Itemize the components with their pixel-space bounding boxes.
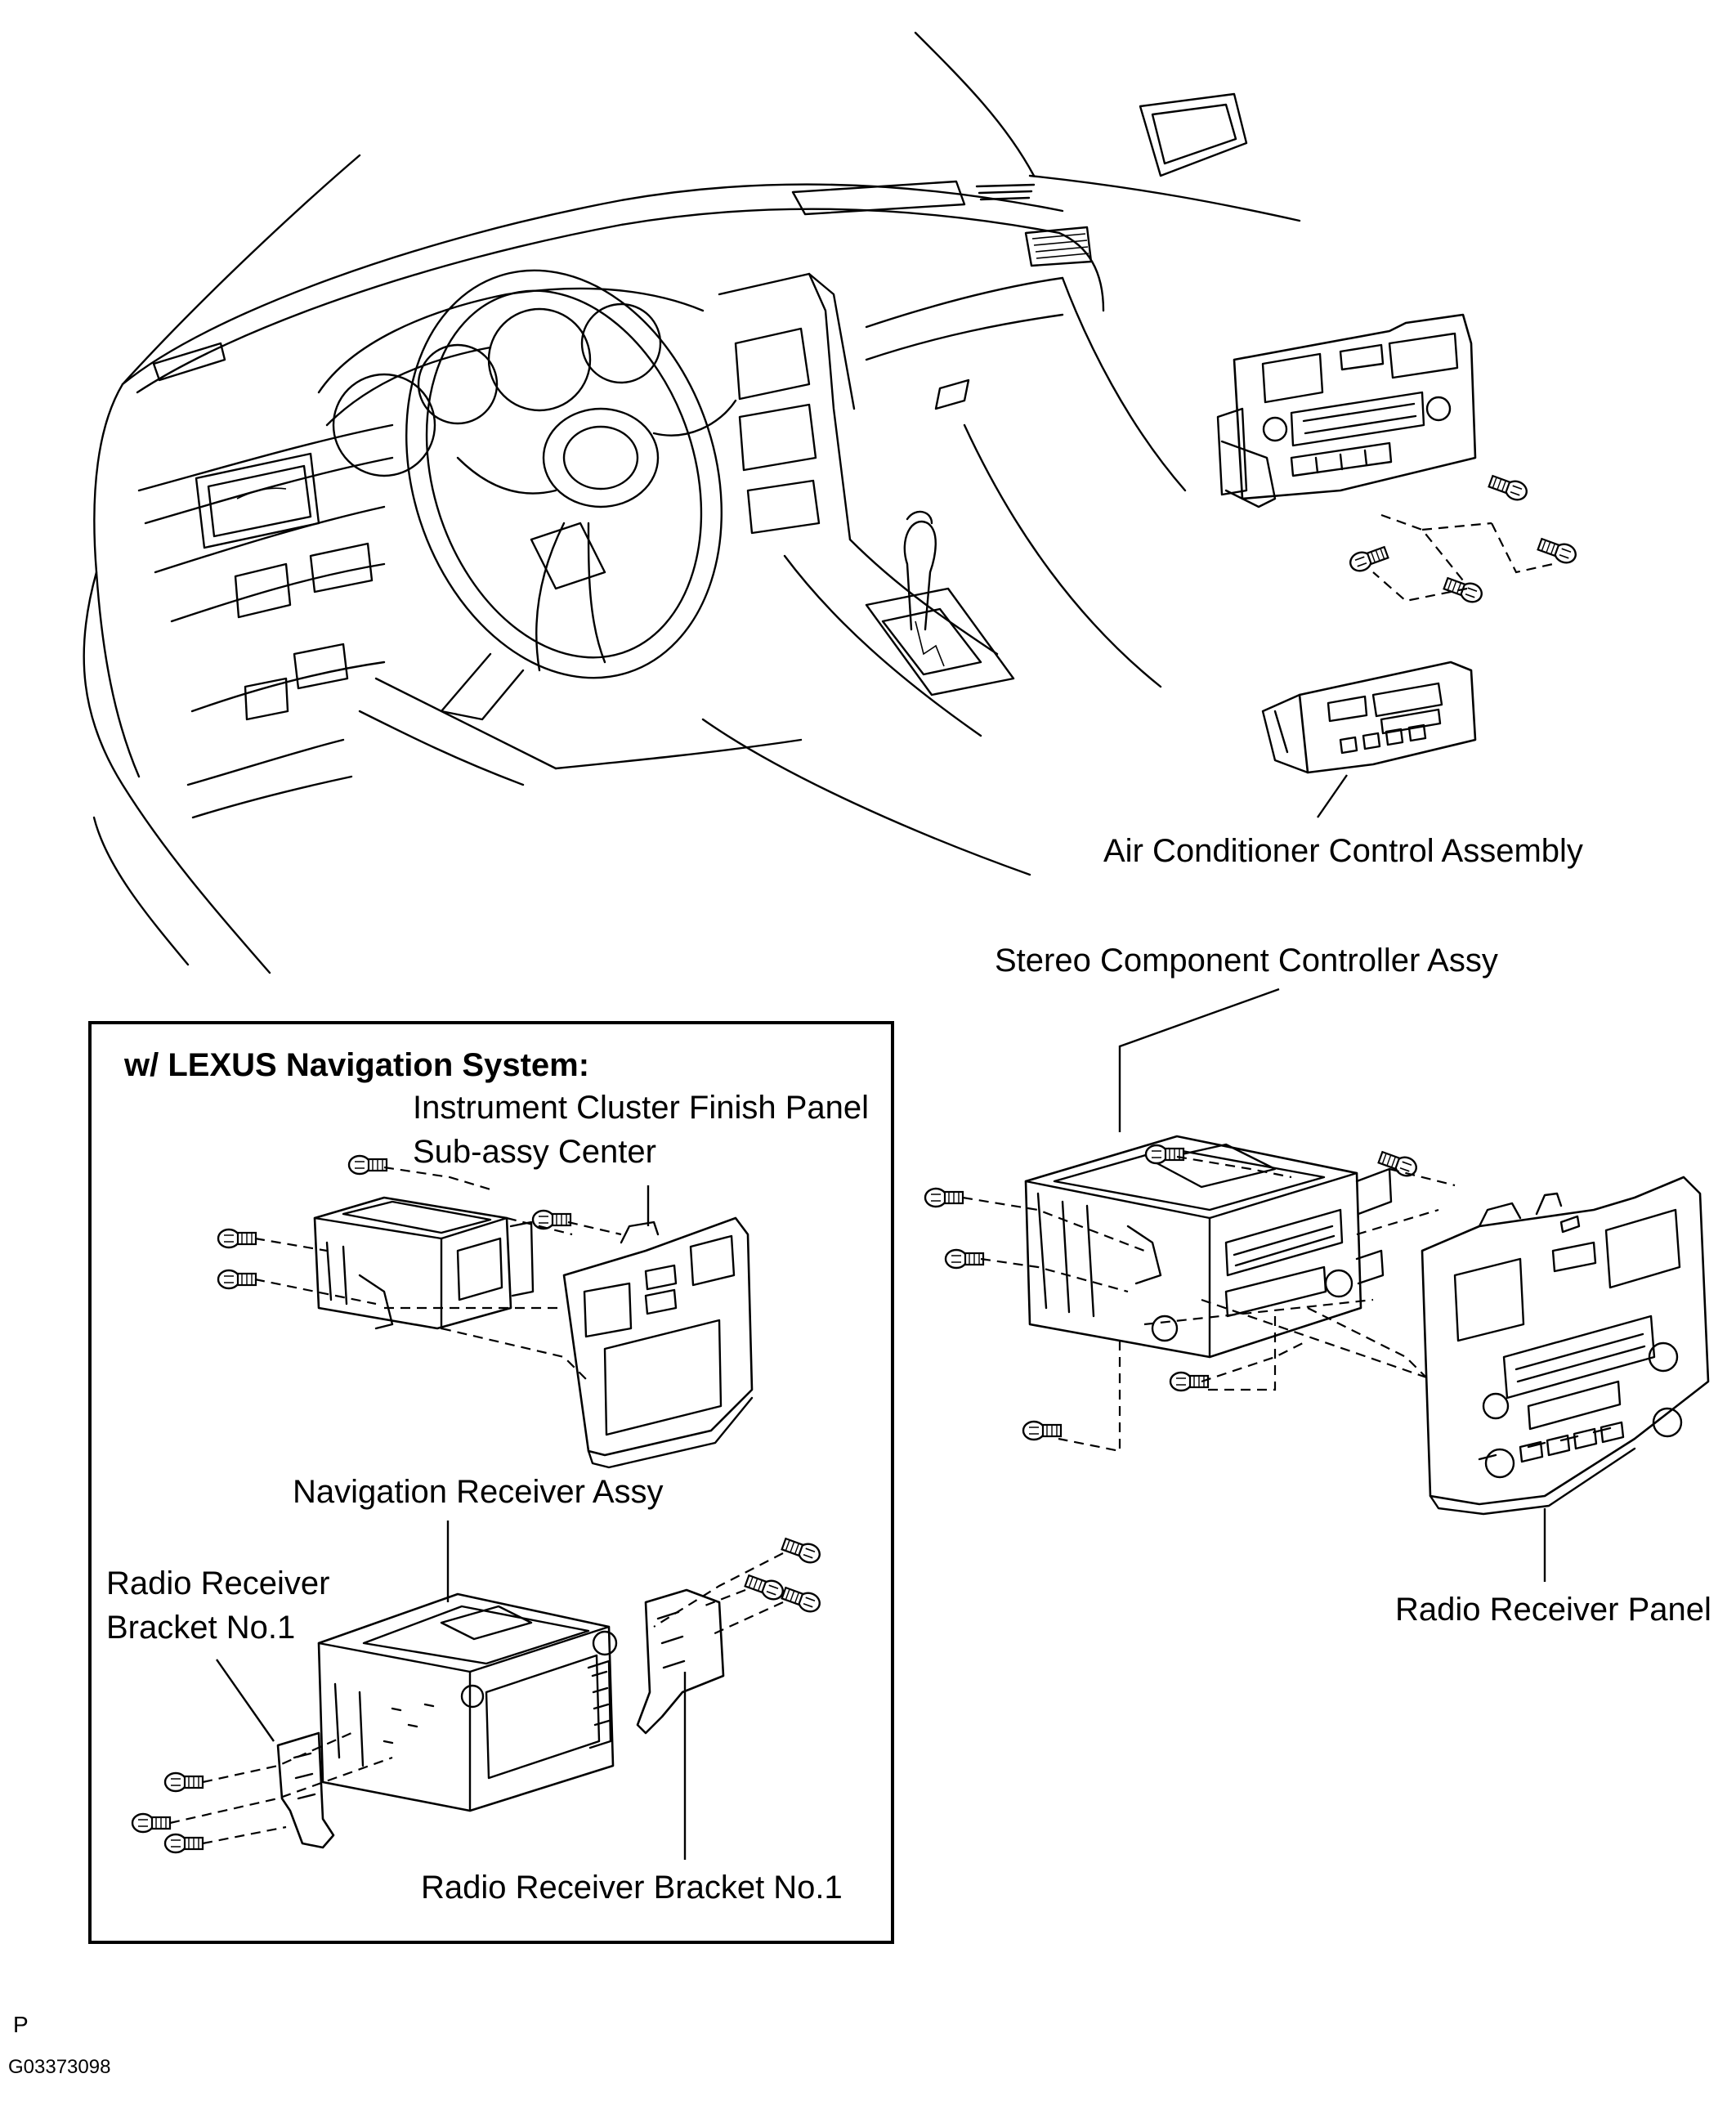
label-finish-panel-line2: Sub-assy Center — [413, 1134, 656, 1170]
screw-icon — [944, 1248, 985, 1270]
navigation-system-inset-frame — [88, 1021, 894, 1944]
label-radio-receiver-panel: Radio Receiver Panel — [1395, 1592, 1711, 1628]
screw-icon — [1144, 1144, 1185, 1165]
leader-line-stereo — [1118, 988, 1280, 1132]
label-bracket-right: Radio Receiver Bracket No.1 — [421, 1870, 843, 1906]
nav-finish-panel-group — [217, 1154, 754, 1469]
label-finish-panel-line1: Instrument Cluster Finish Panel — [413, 1090, 870, 1126]
label-bracket-left-line2: Bracket No.1 — [106, 1610, 296, 1646]
ac-control-illustration — [1216, 313, 1580, 774]
label-ac-control-assembly: Air Conditioner Control Assembly — [1103, 833, 1583, 869]
stereo-controller-illustration — [924, 1135, 1456, 1453]
leader-line-ac — [1317, 774, 1348, 818]
leader-line-bracket-left — [216, 1659, 275, 1742]
label-bracket-left-line1: Radio Receiver — [106, 1565, 330, 1601]
screw-icon — [1022, 1420, 1063, 1441]
label-stereo-component-controller: Stereo Component Controller Assy — [995, 943, 1498, 979]
label-navigation-receiver: Navigation Receiver Assy — [293, 1474, 664, 1510]
label-nav-system-header: w/ LEXUS Navigation System: — [124, 1047, 590, 1083]
screw-icon — [1487, 472, 1531, 504]
nav-receiver-group — [131, 1534, 824, 1854]
radio-panel-illustration — [1421, 1176, 1710, 1516]
footer-figure-code: G03373098 — [8, 2056, 111, 2078]
screw-icon — [1346, 543, 1390, 575]
footer-marker: P — [13, 2012, 29, 2037]
dashboard-illustration — [83, 31, 1301, 974]
screw-icon — [924, 1187, 964, 1208]
screw-icon — [1536, 535, 1580, 567]
